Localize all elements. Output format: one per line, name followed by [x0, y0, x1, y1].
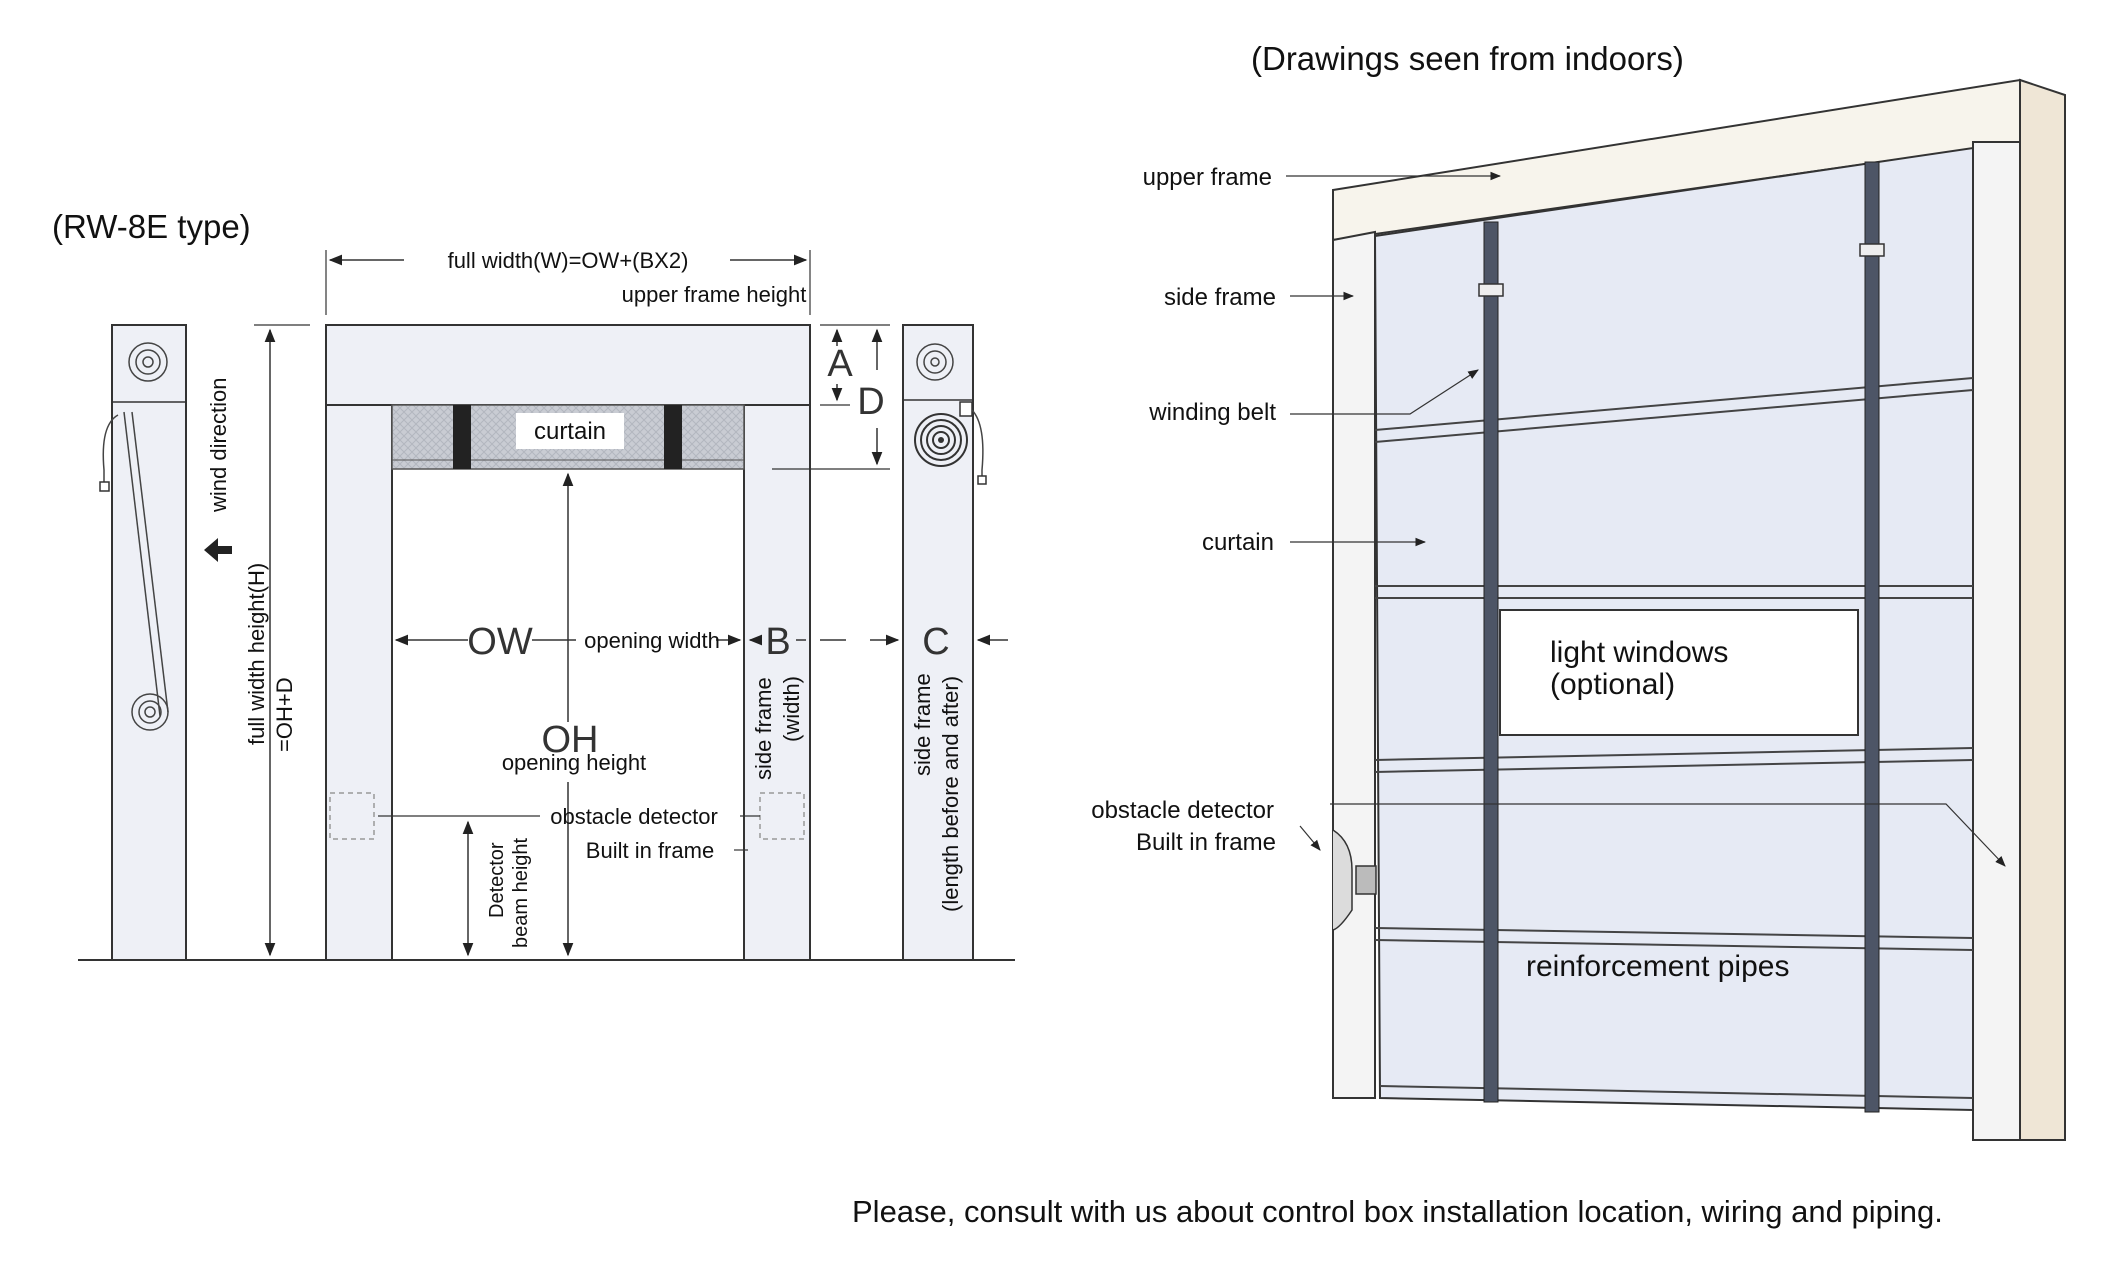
side-view-right [902, 324, 987, 961]
side-frame-c-label-1: side frame [910, 673, 935, 776]
footer-note: Please, consult with us about control bo… [852, 1194, 1943, 1229]
dim-ow: OW [467, 621, 533, 663]
right-title: (Drawings seen from indoors) [1251, 40, 1684, 77]
front-frame: curtain [325, 324, 811, 961]
dim-b: B [765, 621, 790, 663]
belt-left [453, 405, 471, 469]
dim-d: D [857, 381, 884, 423]
wind-arrow-icon [204, 538, 232, 562]
detector-label-1: Detector [486, 842, 508, 918]
built-in-frame-label-right: Built in frame [1136, 829, 1276, 856]
light-windows-label-1: light windows [1550, 636, 1728, 669]
obstacle-detector-label-left: obstacle detector [550, 804, 718, 829]
winding-belt-label: winding belt [1148, 399, 1276, 426]
full-width-label: full width(W)=OW+(BX2) [448, 248, 689, 273]
wind-direction-label: wind direction [206, 377, 231, 513]
detector-label-2: beam height [510, 837, 532, 948]
dim-a: A [827, 343, 853, 385]
side-frame-b-label-2: (width) [779, 676, 804, 742]
opening-height-label: opening height [502, 750, 646, 775]
side-frame-c-label-2: (length before and after) [938, 676, 963, 912]
side-frame-label: side frame [1164, 284, 1276, 311]
curtain-label-right: curtain [1202, 529, 1274, 556]
full-height-label-1: full width height(H) [244, 563, 269, 745]
detector-box-left [329, 792, 375, 840]
upper-frame-side [2019, 78, 2066, 1141]
upper-frame-height-label: upper frame height [622, 282, 807, 307]
light-window [1499, 609, 1859, 736]
winding-belt-right [1864, 161, 1880, 1113]
side-view-left [99, 324, 187, 961]
obstacle-sensor [1332, 829, 1353, 931]
obstacle-detector-label-right: obstacle detector [1091, 797, 1274, 824]
side-frame-left [1332, 230, 1376, 1099]
dim-c: C [922, 621, 949, 663]
side-frame-b-label-1: side frame [751, 677, 776, 780]
winding-belt-left [1483, 221, 1499, 1103]
belt-right [664, 405, 682, 469]
light-windows-label-2: (optional) [1550, 668, 1675, 701]
built-in-frame-label-left: Built in frame [586, 838, 714, 863]
left-title: (RW-8E type) [52, 208, 251, 245]
full-height-label-2: =OH+D [272, 677, 297, 752]
opening-width-label: opening width [584, 628, 720, 653]
upper-frame-label: upper frame [1143, 164, 1272, 191]
reinforcement-pipes-label: reinforcement pipes [1526, 950, 1789, 983]
dim-oh: OH [542, 719, 599, 761]
right-perspective-drawing: (Drawings seen from indoors) [1091, 40, 2066, 1141]
side-frame-right [1972, 141, 2021, 1141]
curtain-label-left: curtain [534, 418, 606, 445]
left-elevation-drawing: (RW-8E type) wind direction full width h… [52, 208, 1015, 961]
